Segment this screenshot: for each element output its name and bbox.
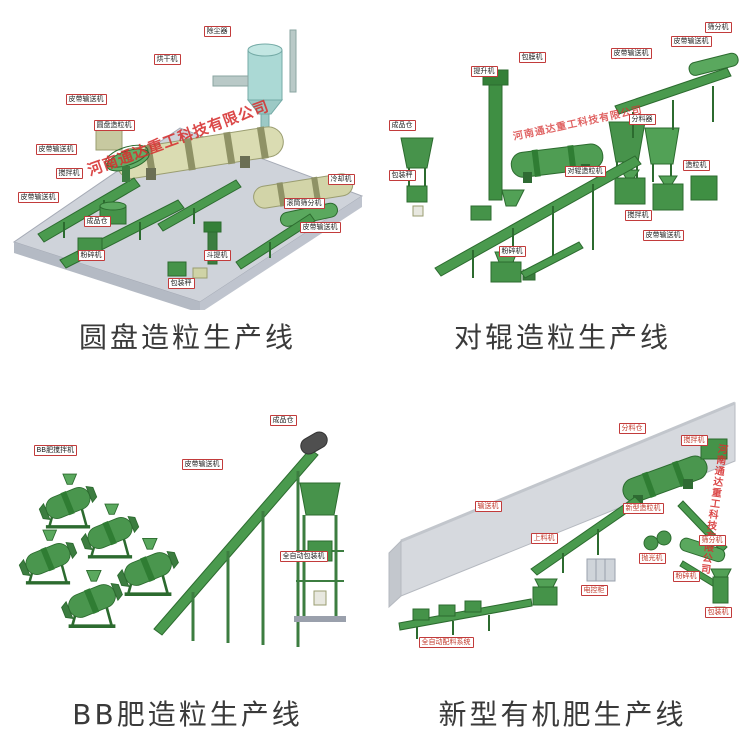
- batching-conveyor: [397, 598, 533, 639]
- disc-granulator: [104, 144, 150, 182]
- disc-line-drawing: [12, 29, 363, 310]
- equipment-label: 皮带输送机: [642, 230, 684, 241]
- section-disc-line: 河南通达重工科技有限公司 除尘器 烘干机 皮带输送机 圆盘造粒机 皮带输送机 搅…: [0, 0, 375, 375]
- finished-bin-packer: [399, 137, 434, 217]
- section-organic-line: 河南通达重工科技有限公司 分料仓 搅拌机 输送机 上料机 新型造粒机 筛分机 抛…: [375, 375, 750, 750]
- equipment-label: 皮带输送机: [670, 36, 712, 47]
- equipment-label: 抛光机: [638, 553, 666, 564]
- equipment-label: 电控柜: [580, 585, 608, 596]
- equipment-label: 除尘器: [203, 26, 231, 37]
- equipment-label: 包膜机: [518, 52, 546, 63]
- equipment-label: 滚筒筛分机: [283, 198, 325, 209]
- disc-line-illustration: 河南通达重工科技有限公司 除尘器 烘干机 皮带输送机 圆盘造粒机 皮带输送机 搅…: [8, 10, 368, 310]
- equipment-label: 圆盘造粒机: [93, 120, 135, 131]
- head-pulley: [299, 431, 328, 455]
- equipment-label: 筛分机: [704, 22, 732, 33]
- dust-collector: [212, 29, 296, 131]
- equipment-label: 包装秤: [388, 170, 416, 181]
- equipment-label: 造粒机: [682, 160, 710, 171]
- equipment-label: 搅拌机: [624, 210, 652, 221]
- equipment-label: 皮带输送机: [181, 459, 223, 470]
- feeder-machine: [532, 578, 558, 606]
- caption-bb-line: BB肥造粒生产线: [72, 698, 303, 731]
- section-roller-line: 河南通达重工科技有限公司 提升机 包膜机 皮带输送机 皮带输送机 筛分机 成品仓…: [375, 0, 750, 375]
- caption-roller-line: 对辊造粒生产线: [453, 321, 671, 354]
- equipment-label: 分料仓: [618, 423, 646, 434]
- organic-line-drawing: [388, 401, 736, 639]
- equipment-label: 斗提机: [203, 250, 231, 261]
- screening-machine: [688, 52, 739, 76]
- equipment-label: BB肥搅拌机: [33, 445, 78, 456]
- feeder-box: [470, 205, 491, 221]
- equipment-label: 皮带输送机: [65, 94, 107, 105]
- bucket-elevator: [203, 221, 221, 265]
- equipment-label: 皮带输送机: [610, 48, 652, 59]
- equipment-label: 新型造粒机: [622, 503, 664, 514]
- equipment-label: 输送机: [474, 501, 502, 512]
- equipment-label: 皮带输送机: [17, 192, 59, 203]
- roller-line-illustration: 河南通达重工科技有限公司 提升机 包膜机 皮带输送机 皮带输送机 筛分机 成品仓…: [383, 10, 743, 310]
- roller-line-drawing: [399, 52, 739, 283]
- equipment-label: 包装秤: [167, 278, 195, 289]
- equipment-label: 皮带输送机: [299, 222, 341, 233]
- equipment-label: 分料器: [628, 114, 656, 125]
- equipment-label: 皮带输送机: [35, 144, 77, 155]
- polishing-machine: [643, 530, 671, 551]
- equipment-label: 冷却机: [327, 174, 355, 185]
- equipment-label: 烘干机: [153, 54, 181, 65]
- equipment-label: 上料机: [530, 533, 558, 544]
- incline-conveyor: [152, 448, 319, 647]
- bb-line-drawing: [14, 431, 346, 647]
- equipment-label: 粉碎机: [77, 250, 105, 261]
- equipment-label: 提升机: [470, 66, 498, 77]
- bb-line-illustration: BB肥搅拌机 成品仓 皮带输送机 全自动包装机: [8, 391, 368, 691]
- equipment-label: 包装机: [704, 607, 732, 618]
- back-wall: [388, 401, 736, 609]
- equipment-label: 搅拌机: [680, 435, 708, 446]
- drum-head-box: [95, 127, 122, 151]
- section-bb-line: BB肥搅拌机 成品仓 皮带输送机 全自动包装机 BB肥造粒生产线: [0, 375, 375, 750]
- top-conveyor: [613, 67, 732, 138]
- equipment-label: 成品仓: [83, 216, 111, 227]
- electric-cabinet: [586, 558, 615, 582]
- equipment-label: 搅拌机: [55, 168, 83, 179]
- crusher-machine: [490, 241, 584, 283]
- caption-organic-line: 新型有机肥生产线: [438, 698, 687, 731]
- bb-mixers: [14, 472, 183, 629]
- equipment-label: 全自动包装机: [279, 551, 328, 562]
- equipment-label: 粉碎机: [498, 246, 526, 257]
- packing-machines: [167, 261, 207, 279]
- equipment-label: 对辊造粒机: [564, 166, 606, 177]
- equipment-label: 成品仓: [388, 120, 416, 131]
- granulator-drum: [621, 455, 708, 503]
- equipment-label: 全自动配料系统: [418, 637, 474, 648]
- organic-line-illustration: 河南通达重工科技有限公司 分料仓 搅拌机 输送机 上料机 新型造粒机 筛分机 抛…: [383, 391, 743, 691]
- incline-conveyor: [433, 155, 642, 278]
- equipment-label: 粉碎机: [672, 571, 700, 582]
- roller-granulators: [614, 169, 717, 211]
- equipment-label: 筛分机: [698, 535, 726, 546]
- equipment-label: 成品仓: [269, 415, 297, 426]
- caption-disc-line: 圆盘造粒生产线: [78, 321, 296, 354]
- bucket-elevator: [482, 69, 525, 207]
